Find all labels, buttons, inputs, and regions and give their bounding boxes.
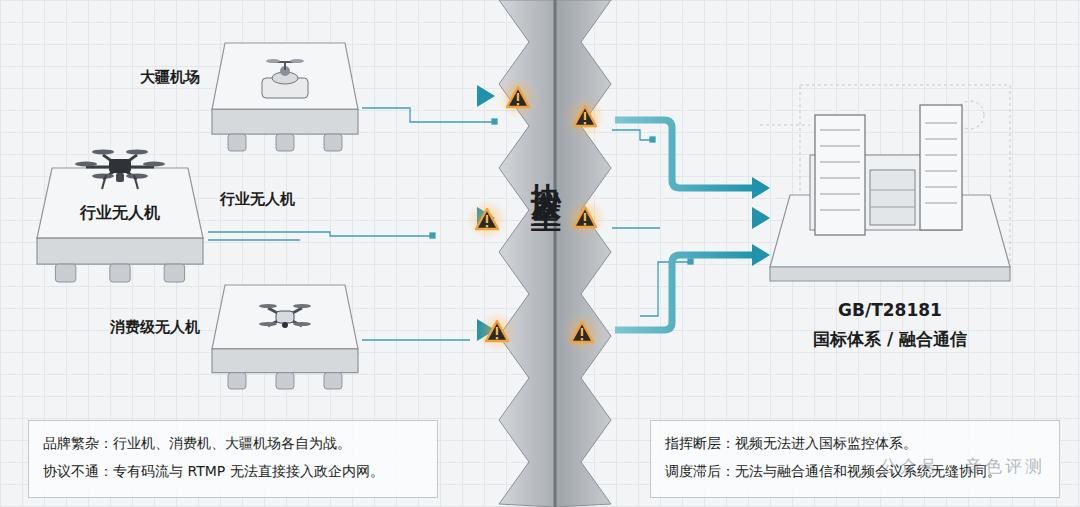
gb-system: GB/T28181 国标体系 / 融合通信 xyxy=(770,95,1010,360)
node-text: 协议不通：专有码流与 RTMP 无法直接接入政企内网。 xyxy=(43,463,384,481)
industrial-drone-platform: 行业无人机 xyxy=(35,165,205,283)
arrow-head xyxy=(477,85,495,107)
flow-arrow xyxy=(615,244,770,330)
flow-arrow xyxy=(360,85,495,107)
flow-arrow xyxy=(615,207,770,229)
node-text: 品牌繁杂：行业机、消费机、大疆机场各自为战。 xyxy=(43,435,351,453)
arrow-head xyxy=(477,319,495,341)
arrow-head xyxy=(477,207,495,229)
arrow-shaft xyxy=(615,120,756,188)
arrow-head xyxy=(752,244,770,266)
flow-arrow xyxy=(615,120,770,199)
node-shape xyxy=(770,95,1010,360)
arrow-shaft xyxy=(205,215,481,222)
consumer-drone-platform: 消费级无人机 xyxy=(210,282,360,390)
edge-label: 行业无人机 xyxy=(220,190,295,209)
node-shape xyxy=(35,165,205,283)
arrow-head xyxy=(752,207,770,229)
node-shape xyxy=(210,40,360,152)
protocol-wall: 协议壁垒 xyxy=(495,0,615,507)
node-text: 协议壁垒 xyxy=(525,158,566,182)
node-text: 行业无人机 xyxy=(35,203,205,224)
arrow-shaft xyxy=(360,93,481,100)
node-text: 指挥断层：视频无法进入国标监控体系。 xyxy=(665,435,917,453)
arrow-head xyxy=(752,177,770,199)
flow-arrow xyxy=(360,319,495,341)
flow-arrow xyxy=(205,207,495,229)
node-text: 大疆机场 xyxy=(126,68,200,87)
arrow-shaft xyxy=(615,255,756,330)
node-shape xyxy=(210,282,360,390)
node-text: 国标体系 / 融合通信 xyxy=(770,328,1010,351)
arrow-shaft xyxy=(360,327,481,334)
node-shape xyxy=(495,0,615,507)
node-text: 消费级无人机 xyxy=(92,318,200,337)
watermark: 公众号 · 音色评测 xyxy=(880,455,1045,478)
dock-platform: 大疆机场 xyxy=(210,40,360,152)
problem-note: 品牌繁杂：行业机、消费机、大疆机场各自为战。协议不通：专有码流与 RTMP 无法… xyxy=(28,420,438,498)
node-text: GB/T28181 xyxy=(770,300,1010,320)
arrow-shaft xyxy=(615,215,756,222)
